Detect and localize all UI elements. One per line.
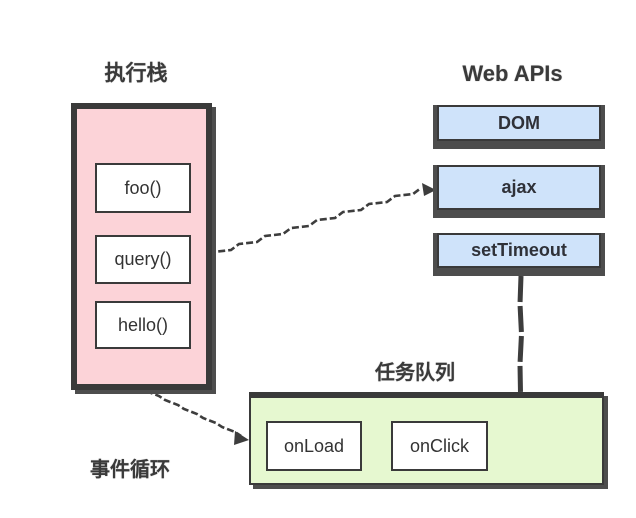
execution-stack-title: 执行栈 (104, 62, 168, 85)
arrow-query-to-ajax (188, 186, 422, 260)
line-settimeout-to-queue (517, 275, 525, 394)
web-api-ajax: ajax (437, 165, 601, 210)
web-api-dom: DOM (437, 105, 601, 141)
arrow-stack-to-queue (145, 389, 242, 438)
task-onload: onLoad (266, 421, 362, 471)
stack-frame-foo: foo() (95, 163, 191, 213)
event-loop-label: 事件循环 (90, 459, 170, 481)
stack-frame-query: query() (95, 235, 191, 284)
stack-frame-hello: hello() (95, 301, 191, 349)
arrowhead-queue (234, 431, 249, 445)
web-api-settimeout: setTimeout (437, 233, 601, 268)
web-apis-title: Web APIs (462, 61, 563, 86)
task-onclick: onClick (391, 421, 488, 471)
arrowhead-ajax (422, 183, 436, 196)
task-queue-title: 任务队列 (375, 362, 455, 384)
